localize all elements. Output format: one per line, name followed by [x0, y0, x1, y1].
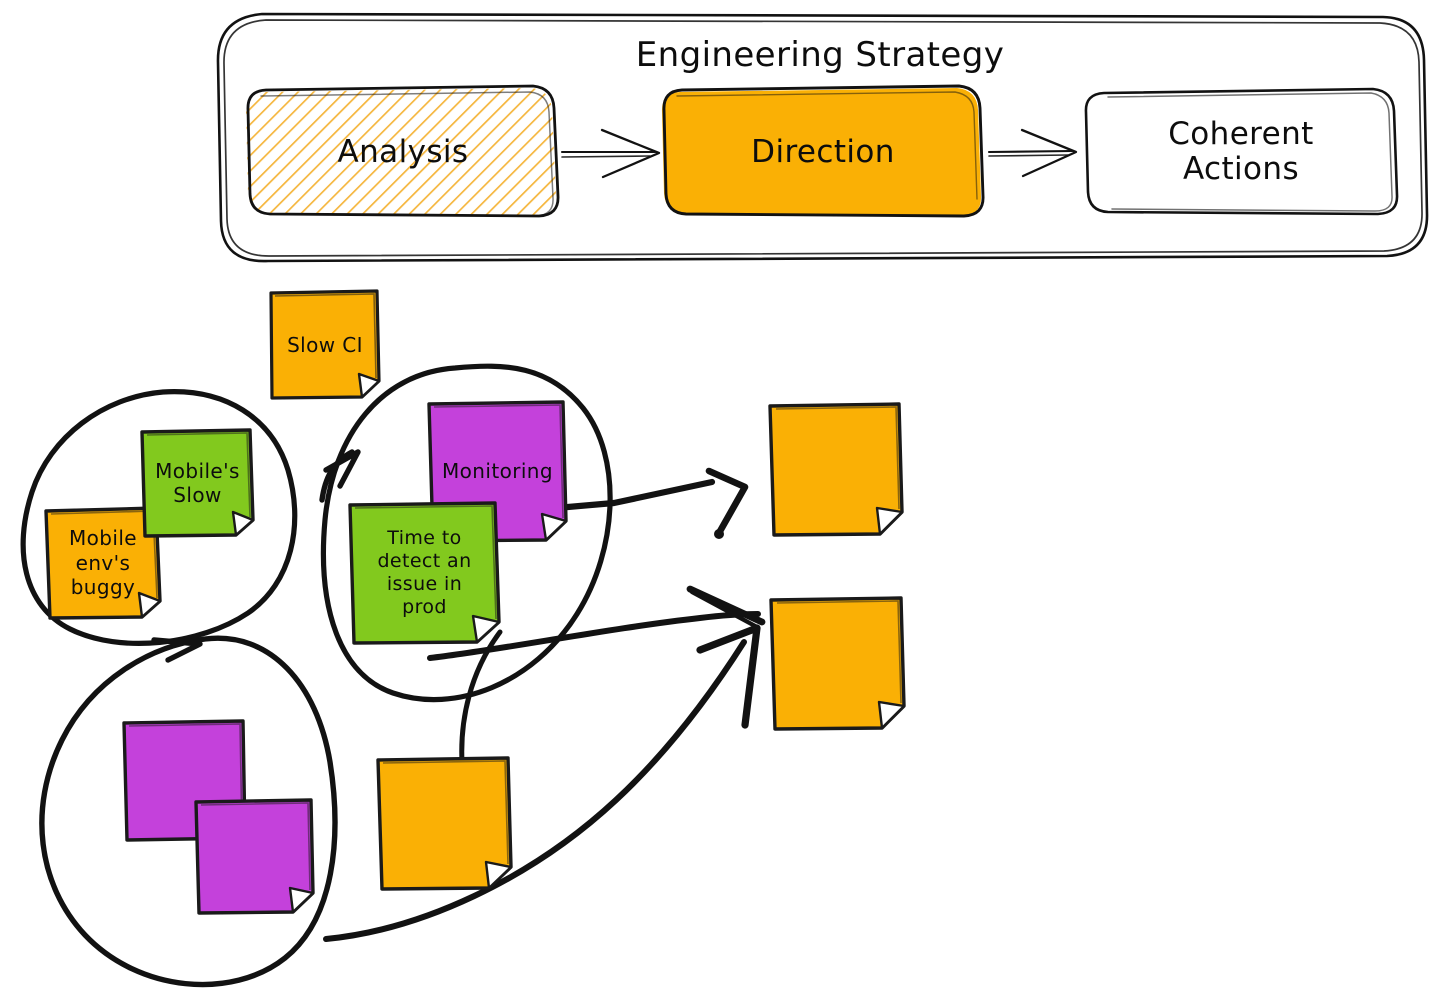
connector-midnote-to-observability: [459, 629, 503, 765]
connector-bottomleft-to-right-note: [323, 639, 747, 942]
arrow-analysis-to-direction: [560, 128, 661, 179]
sticky-note-blank-orange-right-bottom[interactable]: [769, 596, 906, 731]
sticky-note-time-to-detect[interactable]: [348, 501, 501, 645]
coherent-actions-box-shape: [1084, 87, 1399, 216]
sticky-note-blank-orange-right-top[interactable]: [768, 402, 904, 537]
connector-arrowhead-into-observability: [319, 449, 361, 503]
analysis-box-shape: [245, 84, 560, 218]
cluster-outline-bottom-left: [39, 635, 338, 988]
sticky-note-slow-ci[interactable]: [269, 289, 381, 400]
sticky-note-blank-purple-2[interactable]: [194, 798, 315, 915]
sticky-note-mobiles-slow[interactable]: [140, 428, 255, 538]
connector-observability-to-right-note-top: [541, 467, 749, 539]
sticky-note-mobile-env-buggy[interactable]: [44, 506, 162, 620]
connector-observability-to-right-note-bottom: [427, 585, 766, 729]
cluster-tick-mobile: [151, 637, 203, 663]
cluster-outline-observability: [320, 363, 613, 703]
direction-box-shape: [661, 84, 985, 218]
sticky-note-blank-orange-mid[interactable]: [376, 756, 513, 891]
arrow-direction-to-coherent: [987, 128, 1078, 178]
